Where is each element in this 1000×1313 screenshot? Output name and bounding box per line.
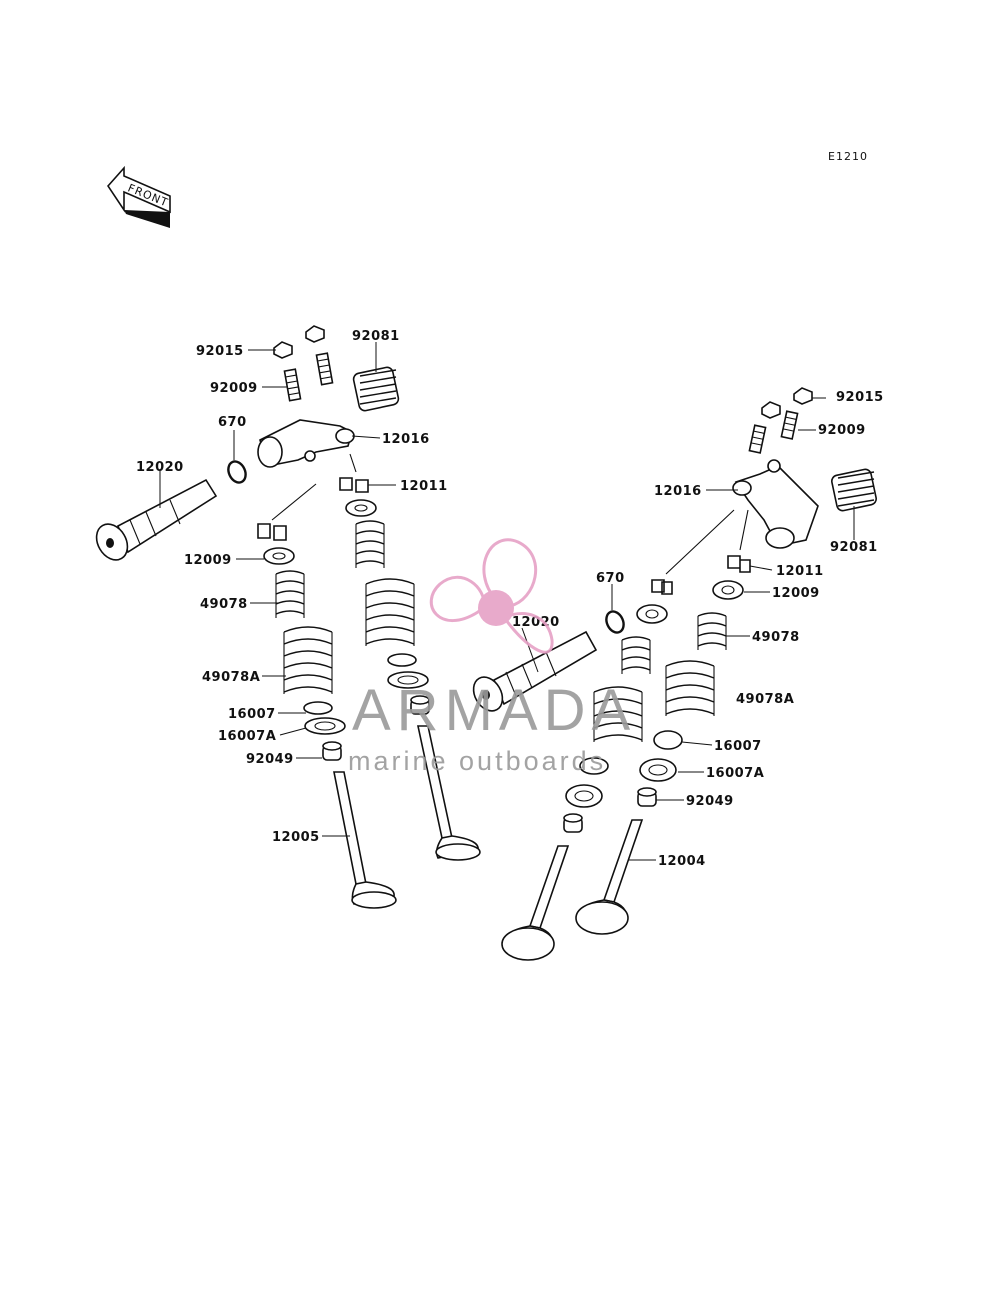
right-valve-train bbox=[472, 387, 877, 961]
outer-valve-spring-icon bbox=[365, 578, 415, 646]
outer-valve-spring-icon bbox=[665, 660, 715, 716]
spring-seat-icon bbox=[304, 717, 346, 735]
valve-stem-seal-icon bbox=[410, 695, 430, 715]
callout-label: 16007 bbox=[714, 739, 762, 754]
callout-label: 92049 bbox=[686, 794, 734, 809]
spring-seat-icon bbox=[579, 757, 609, 775]
inner-valve-spring-icon bbox=[275, 570, 305, 618]
adjusting-screw-icon bbox=[315, 352, 334, 386]
callout-label: 12011 bbox=[776, 564, 824, 579]
watermark-subtitle: marine outboards bbox=[348, 746, 606, 776]
cotter-icon bbox=[339, 477, 369, 493]
valve-stem-seal-icon bbox=[322, 741, 342, 761]
callout-label: 12004 bbox=[658, 854, 706, 869]
rocker-arm-icon bbox=[732, 459, 819, 549]
nut-icon bbox=[761, 401, 781, 419]
callout-label: 16007 bbox=[228, 707, 276, 722]
callout-label: 12011 bbox=[400, 479, 448, 494]
spring-seat-icon bbox=[653, 730, 683, 750]
callout-label: 92015 bbox=[196, 344, 244, 359]
left-valve-train bbox=[95, 325, 481, 909]
rocker-spring-icon bbox=[831, 468, 877, 512]
rocker-spring-icon bbox=[352, 366, 400, 412]
propeller-logo-icon bbox=[429, 538, 554, 654]
callout-label: 49078 bbox=[200, 597, 248, 612]
callout-label: 12016 bbox=[382, 432, 430, 447]
spring-retainer-icon bbox=[636, 604, 668, 624]
adjusting-screw-icon bbox=[748, 424, 767, 454]
spring-seat-icon bbox=[565, 784, 603, 808]
callout-label: 49078 bbox=[752, 630, 800, 645]
callout-label: 670 bbox=[596, 571, 625, 586]
spring-retainer-icon bbox=[263, 547, 295, 565]
callout-label: 16007A bbox=[218, 729, 276, 744]
intake-valve-icon bbox=[575, 819, 644, 935]
callout-label: 12005 bbox=[272, 830, 320, 845]
front-arrow-icon: FRONT bbox=[106, 165, 171, 228]
callout-label: 12020 bbox=[136, 460, 184, 475]
cotter-icon bbox=[727, 555, 751, 573]
callout-labels: 92015 92081 92009 670 12016 12020 12011 … bbox=[136, 329, 884, 869]
inner-valve-spring-icon bbox=[621, 636, 651, 674]
callout-label: 92049 bbox=[246, 752, 294, 767]
spring-seat-icon bbox=[303, 701, 333, 715]
callout-label: 16007A bbox=[706, 766, 764, 781]
callout-label: 92081 bbox=[352, 329, 400, 344]
watermark-title: ARMADA bbox=[352, 678, 636, 743]
cotter-icon bbox=[257, 523, 287, 541]
callout-label: 49078A bbox=[202, 670, 260, 685]
nut-icon bbox=[305, 325, 325, 343]
spring-seat-icon bbox=[387, 671, 429, 689]
o-ring-icon bbox=[605, 610, 625, 634]
diagram-code: E1210 bbox=[828, 150, 868, 163]
outer-valve-spring-icon bbox=[283, 626, 333, 694]
rocker-shaft-icon bbox=[472, 630, 598, 712]
adjusting-screw-icon bbox=[283, 368, 302, 402]
callout-label: 92015 bbox=[836, 390, 884, 405]
callout-label: 92081 bbox=[830, 540, 878, 555]
leader-lines bbox=[159, 342, 855, 861]
nut-icon bbox=[273, 341, 293, 359]
spring-seat-icon bbox=[387, 653, 417, 667]
callout-label: 92009 bbox=[818, 423, 866, 438]
callout-label: 12016 bbox=[654, 484, 702, 499]
spring-retainer-icon bbox=[345, 499, 377, 517]
o-ring-icon bbox=[227, 460, 247, 484]
inner-valve-spring-icon bbox=[697, 612, 727, 650]
cotter-icon bbox=[651, 579, 673, 595]
armada-watermark: ARMADA marine outboards bbox=[348, 538, 636, 776]
callout-label: 12009 bbox=[184, 553, 232, 568]
exhaust-valve-icon bbox=[333, 771, 397, 909]
nut-icon bbox=[793, 387, 813, 405]
rocker-arm-icon bbox=[257, 419, 355, 468]
valve-stem-seal-icon bbox=[637, 787, 657, 807]
inner-valve-spring-icon bbox=[355, 520, 385, 568]
intake-valve-icon bbox=[501, 845, 570, 961]
callout-label: 92009 bbox=[210, 381, 258, 396]
spring-seat-icon bbox=[639, 758, 677, 782]
callout-label: 12009 bbox=[772, 586, 820, 601]
callout-label: 670 bbox=[218, 415, 247, 430]
rocker-shaft-icon bbox=[95, 478, 218, 561]
outer-valve-spring-icon bbox=[593, 686, 643, 742]
valve-stem-seal-icon bbox=[563, 813, 583, 833]
spring-retainer-icon bbox=[712, 580, 744, 600]
exhaust-valve-icon bbox=[417, 725, 481, 861]
callout-label: 49078A bbox=[736, 692, 794, 707]
adjusting-screw-icon bbox=[780, 410, 799, 440]
